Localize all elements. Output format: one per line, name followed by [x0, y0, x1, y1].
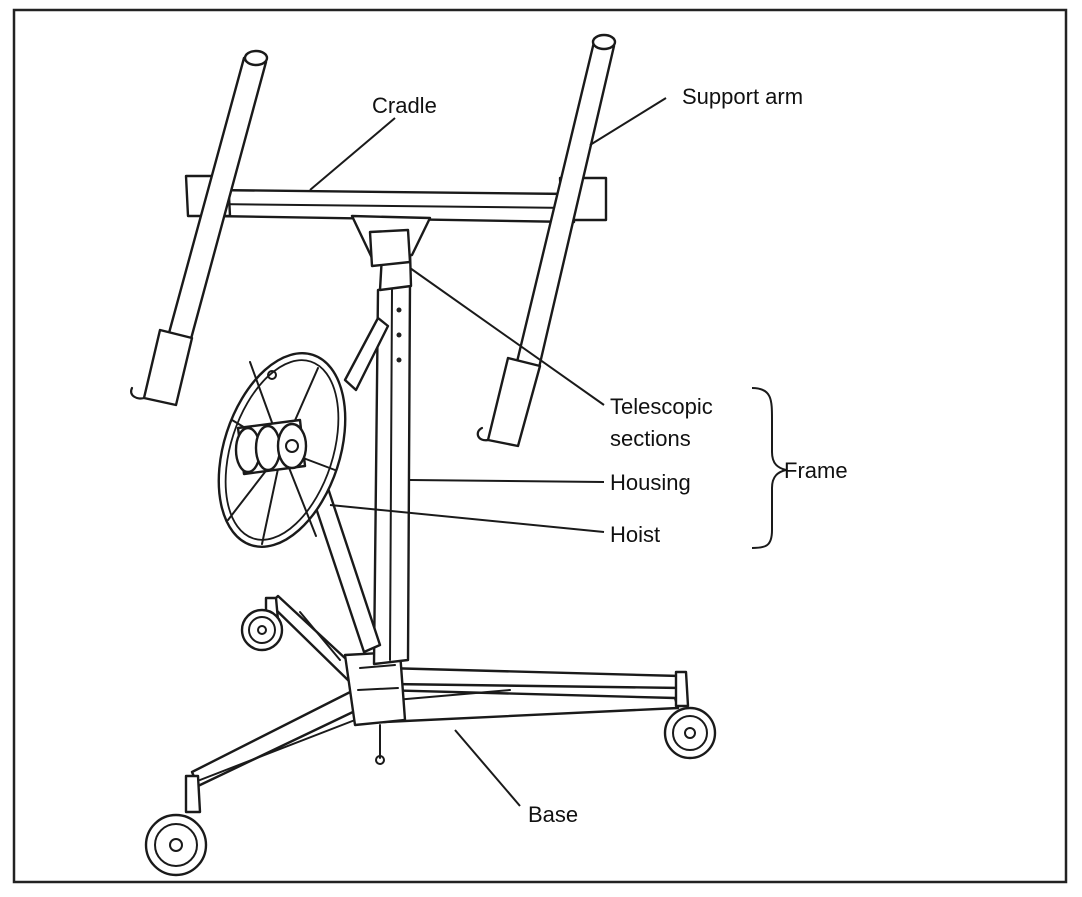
housing-mast — [372, 250, 413, 666]
figure-border — [12, 8, 1068, 884]
frame-brace — [751, 387, 787, 549]
label-support-arm: Support arm — [682, 84, 803, 109]
label-frame: Frame — [784, 458, 848, 483]
label-base: Base — [528, 802, 578, 827]
label-housing: Housing — [610, 470, 691, 495]
support-arm-right — [476, 33, 617, 448]
label-telescopic-line1: Telescopic — [610, 394, 713, 419]
leader-housing — [409, 479, 605, 483]
support-arm-left — [130, 49, 269, 407]
caster-wheel-right — [663, 706, 717, 760]
label-telescopic-line2: sections — [610, 426, 691, 451]
leader-hoist — [329, 504, 605, 533]
leader-cradle — [309, 117, 396, 191]
label-hoist: Hoist — [610, 522, 660, 547]
caster-wheel-rear — [240, 608, 284, 652]
leader-base — [454, 729, 521, 807]
leader-support-arm — [589, 97, 667, 146]
hoist-wheel — [217, 352, 347, 548]
base-structure — [184, 594, 690, 814]
caster-wheel-front — [144, 813, 208, 877]
leader-telescopic — [409, 267, 605, 406]
label-cradle: Cradle — [372, 93, 437, 118]
